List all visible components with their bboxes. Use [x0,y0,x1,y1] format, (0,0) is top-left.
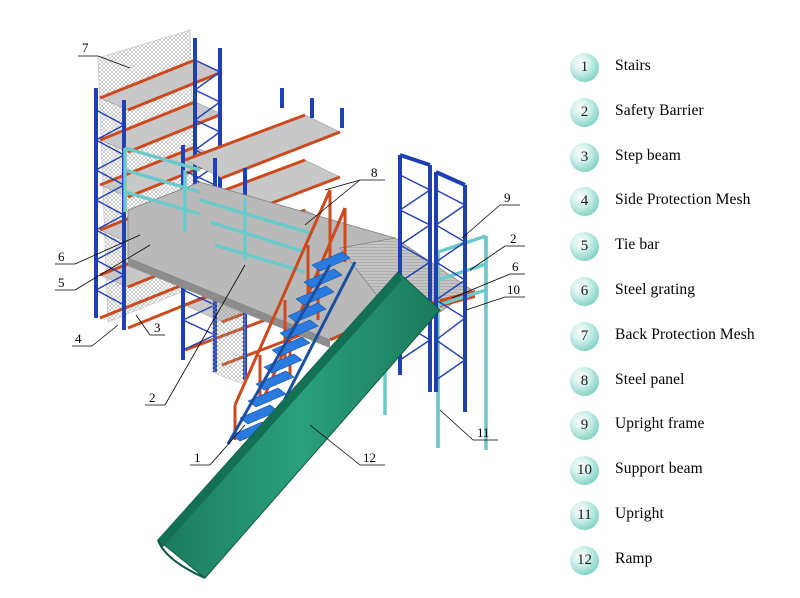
callout-4: 4 [75,331,82,346]
legend-number-badge: 2 [570,97,599,127]
callout-leaders [55,55,525,466]
legend-label: Safety Barrier [615,101,704,119]
callout-6-right: 6 [512,259,519,274]
legend-item-back-protection-mesh: 7 Back Protection Mesh [570,317,795,362]
stairs [226,189,357,445]
legend-item-upright-frame: 9 Upright frame [570,406,795,451]
legend-label: Stairs [615,57,651,74]
legend-number-badge: 10 [570,456,599,486]
legend-label: Tie bar [615,236,660,254]
legend-number-badge: 6 [570,276,599,306]
legend-number-badge: 9 [570,411,599,441]
legend-label: Upright [615,504,664,522]
callout-2-right: 2 [510,231,517,246]
legend-label: Back Protection Mesh [615,325,755,343]
callout-12: 12 [363,450,376,465]
legend-label: Steel grating [615,280,696,298]
legend-item-safety-barrier: 2 Safety Barrier [570,93,795,138]
callout-11: 11 [477,425,490,440]
legend-label: Support beam [615,460,703,478]
legend-item-support-beam: 10 Support beam [570,451,795,496]
legend-number-badge: 5 [570,232,599,262]
callout-5: 5 [58,275,65,290]
callout-7: 7 [82,40,89,55]
callout-2-left: 2 [149,390,156,405]
legend-item-steel-panel: 8 Steel panel [570,362,795,407]
legend-number-badge: 4 [570,187,599,217]
legend-number-badge: 11 [570,500,599,530]
callout-labels: 7 6 5 4 3 2 1 12 8 9 2 6 10 11 [58,40,520,465]
legend-number-badge: 7 [570,321,599,351]
callout-10: 10 [507,282,520,297]
legend-item-step-beam: 3 Step beam [570,138,795,183]
legend-label: Upright frame [615,415,705,433]
legend-item-steel-grating: 6 Steel grating [570,272,795,317]
callout-8: 8 [371,165,378,180]
callout-6-left: 6 [58,249,65,264]
callout-3: 3 [154,320,161,335]
legend-label: Steel panel [615,370,685,388]
legend-item-side-protection-mesh: 4 Side Protection Mesh [570,182,795,227]
mezzanine-rack-diagram: 7 6 5 4 3 2 1 12 8 9 2 6 10 11 [55,29,525,579]
ramp [157,271,441,579]
legend-label: Side Protection Mesh [615,191,751,209]
legend-item-tie-bar: 5 Tie bar [570,227,795,272]
legend-item-upright: 11 Upright [570,496,795,541]
legend-number-badge: 8 [570,366,599,396]
legend-item-ramp: 12 Ramp [570,541,795,586]
legend-label: Ramp [615,549,653,567]
legend-number-badge: 1 [570,53,599,82]
callout-1: 1 [194,450,201,465]
legend-number-badge: 12 [570,545,599,575]
callout-9: 9 [504,190,511,205]
legend-label: Step beam [615,146,681,164]
legend-number-badge: 3 [570,142,599,172]
legend: 1 Stairs 2 Safety Barrier 3 Step beam 4 … [570,48,795,586]
legend-item-stairs: 1 Stairs [570,48,795,93]
